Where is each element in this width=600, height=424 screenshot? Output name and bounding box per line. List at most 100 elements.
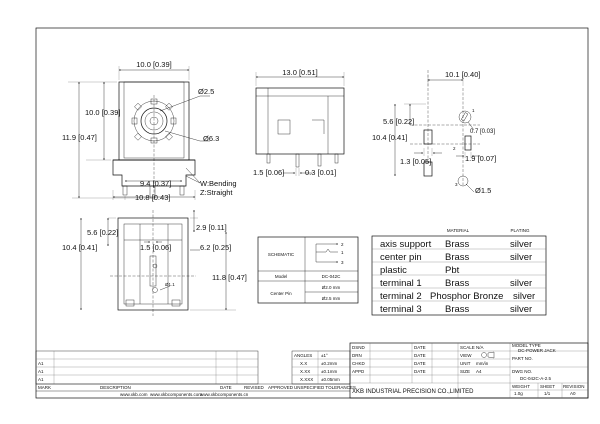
size-label: SIZE (460, 369, 470, 374)
footprint-pin-mark-1: 1 (472, 108, 475, 113)
view-label: VIEW (460, 353, 472, 358)
revision-row-mark: A1 (38, 377, 44, 382)
material-row-plating: silver (510, 252, 532, 263)
projection-icon (481, 351, 495, 359)
dwg-no-value: DC-042C-A-2.5 (520, 376, 552, 381)
signoff-date-label: DATE (414, 353, 426, 358)
signoff-drn: DRN (352, 353, 362, 358)
front-pin-spacing: 9.4 [0.37] (140, 179, 171, 188)
front-bend-note: W:Bending (200, 179, 237, 188)
company-name: XKB INDUSTRIAL PRECISION CO.,LIMITED (352, 389, 474, 395)
revision-value: A0 (570, 391, 576, 396)
tolerance-row-key: X.XX (300, 369, 310, 374)
footprint-width: 10.1 [0.40] (445, 70, 480, 79)
size-value: A4 (476, 369, 482, 374)
model-type-label: MODEL TYPE (512, 343, 541, 348)
material-header: MATERIAL (447, 228, 470, 233)
footprint-pad-gap: 1.3 [0.05] (400, 157, 431, 166)
material-row-plating: silver (510, 239, 532, 250)
material-row-part: center pin (380, 252, 422, 263)
schematic-symbol (315, 243, 339, 263)
center-pin-value-1: Ø2.0 mm (322, 285, 341, 290)
material-row-material: Brass (445, 239, 470, 250)
tolerance-row-value: ±0.2mm (321, 361, 337, 366)
signoff-date-label: DATE (414, 345, 426, 350)
front-bottom-width: 10.8 [0.43] (135, 193, 170, 202)
model-label: Model (275, 274, 287, 279)
side-pin-thickness: 0.3 [0.01] (305, 168, 336, 177)
bottom-top-gap: 2.9 [0.11] (196, 223, 227, 232)
material-row-material: Phosphor Bronze (430, 291, 503, 302)
footprint-height: 10.4 [0.41] (372, 133, 407, 142)
schematic-pin-2: 2 (341, 242, 344, 247)
weight-label: WEIGHT (512, 384, 530, 389)
schematic-pin-3: 3 (341, 260, 344, 265)
revision-row-mark: A1 (38, 361, 44, 366)
sheet-label: SHEET (540, 384, 555, 389)
revision-row-mark: A1 (38, 369, 44, 374)
url-1: www.xkb.com (120, 392, 148, 397)
front-view: 10.0 [0.39] 10.0 [0.39] 11.9 [0.47] Ø2.5… (62, 60, 237, 202)
material-row-plating: silver (510, 278, 532, 289)
revision-header-approved: APPROVED (268, 385, 294, 390)
front-bore-dia: Ø2.5 (198, 87, 214, 96)
sheet-border (35, 27, 589, 399)
material-row-material: Brass (445, 278, 470, 289)
side-pin-offset: 1.5 [0.06] (253, 168, 284, 177)
revision-label: REVISION (563, 384, 585, 389)
revision-header-date: DATE (220, 385, 232, 390)
footprint-view: 1 2 3 10.1 [0.40] 5.6 [0.22] 10.4 [0.41]… (372, 70, 496, 195)
tolerance-header-value: ±1° (321, 353, 328, 358)
bottom-overall: 11.8 [0.47] (212, 273, 247, 282)
material-row-material: Brass (445, 252, 470, 263)
url-3: www.xkbcomponents.cn (200, 392, 249, 397)
dwg-no-label: DWG NO. (512, 369, 532, 374)
bottom-pin-dia: Ø1.1 (165, 282, 175, 287)
footprint-pin-mark-2: 2 (453, 146, 456, 151)
front-total-height: 11.9 [0.47] (62, 133, 97, 142)
side-length: 13.0 [0.51] (282, 68, 317, 77)
schematic-label: SCHEMATIC (268, 252, 295, 257)
footprint-pad-width: 1.9 [0.07] (465, 154, 496, 163)
bottom-view: 5.6 [0.22] 10.4 [0.41] 1.5 [0.06] 2.9 [0… (62, 209, 247, 316)
material-row-part: plastic (380, 265, 407, 276)
sheet-value: 1/1 (544, 391, 551, 396)
weight-value: 1.0g (514, 391, 523, 396)
material-row-plating: silver (513, 291, 535, 302)
tolerance-block: ANGLES ±1° X.X ±0.2mm X.XX ±0.1mm X.XXX … (291, 350, 356, 390)
model-value: DC-042C (322, 274, 342, 279)
title-block: DSND DRN CHKD APPD DATE DATE DATE DATE S… (349, 342, 589, 399)
signoff-appd: APPD (352, 369, 365, 374)
bottom-side-offset: 5.6 [0.22] (87, 228, 118, 237)
tolerance-row-key: X.XXX (300, 377, 313, 382)
center-pin-value-2: Ø2.5 mm (322, 296, 341, 301)
url-2: www.xkbcomponents.com (150, 392, 202, 397)
part-no-label: PART NO. (512, 356, 533, 361)
bottom-pin-spacing: 1.5 [0.06] (140, 243, 171, 252)
tolerance-row-value: ±0.05mm (321, 377, 340, 382)
side-view: 13.0 [0.51] 1.5 [0.06] 0.3 [0.01] (253, 68, 345, 177)
bottom-height: 10.4 [0.41] (62, 243, 97, 252)
revision-header-description: DESCRIPTION (100, 385, 131, 390)
front-top-width: 10.0 [0.39] (136, 60, 171, 69)
material-row-part: terminal 3 (380, 304, 422, 315)
model-type-value: DC-POWER JACK (518, 348, 556, 353)
footprint-row-offset: 5.6 [0.22] (383, 117, 414, 126)
signoff-dsnd: DSND (352, 345, 366, 350)
unit-label: UNIT (460, 361, 471, 366)
material-row-material: Pbt (445, 265, 460, 276)
tolerance-row-key: X.X (300, 361, 307, 366)
tolerance-header-angles: ANGLES (294, 353, 312, 358)
front-inner-height: 10.0 [0.39] (85, 108, 120, 117)
material-row-material: Brass (445, 304, 470, 315)
revision-header-revised: REVISED (244, 385, 265, 390)
schematic-pin-1: 1 (341, 250, 344, 255)
front-outer-dia: Ø6.3 (203, 134, 219, 143)
material-row-part: axis support (380, 239, 432, 250)
material-row-plating: silver (510, 304, 532, 315)
bottom-right-offset: 6.2 [0.25] (200, 243, 231, 252)
material-row-part: terminal 1 (380, 278, 422, 289)
footprint-pin-mark-3: 3 (455, 182, 458, 187)
front-straight-note: Z:Straight (200, 188, 233, 197)
